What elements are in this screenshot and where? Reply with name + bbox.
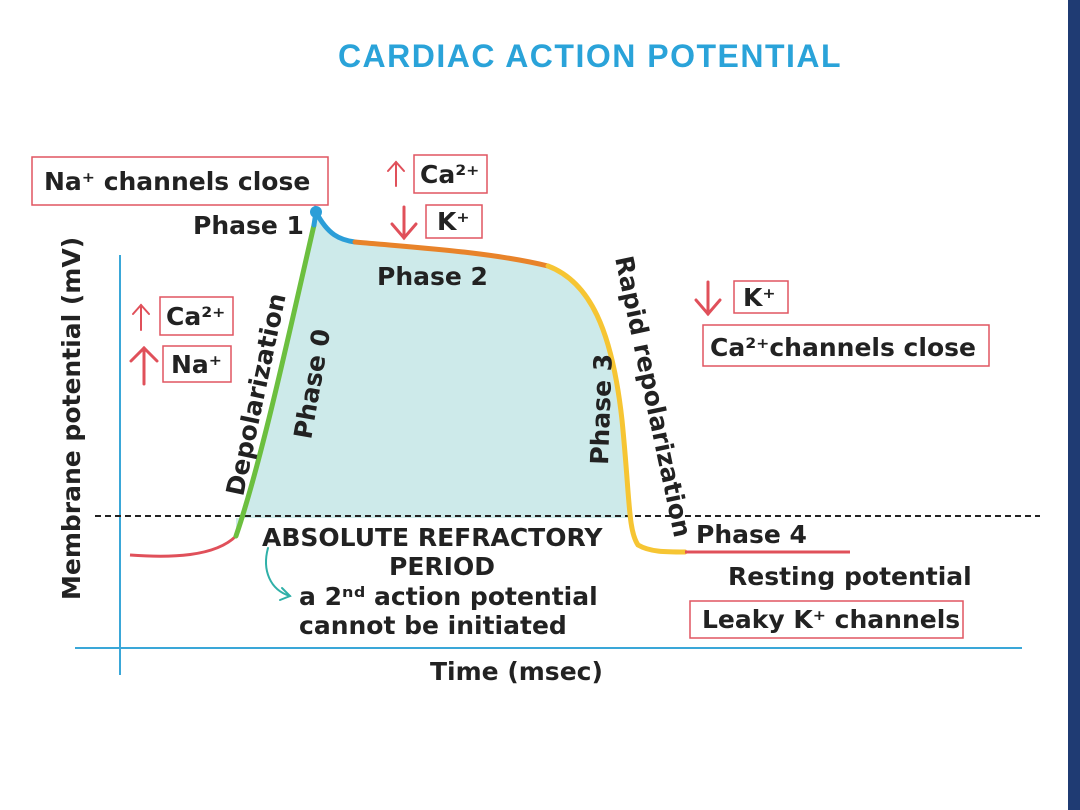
na-close-box <box>31 156 329 206</box>
phase0-curve <box>233 222 317 539</box>
leaky-k-box <box>689 600 964 639</box>
refractory-note2: cannot be initiated <box>299 611 567 640</box>
phase1-label: Phase 1 <box>193 211 304 240</box>
k-top-box <box>425 204 483 239</box>
phase3-label: Phase 3 <box>585 353 618 465</box>
arrow-down-icon <box>694 280 722 317</box>
na-left-label: Na⁺ <box>171 350 222 379</box>
ca-top-box <box>413 154 488 194</box>
right-edge-bar <box>1068 0 1080 810</box>
ca-left-box <box>159 296 234 336</box>
ca-left-label: Ca²⁺ <box>166 302 225 331</box>
resting-potential-label: Resting potential <box>728 562 972 591</box>
x-axis-label: Time (msec) <box>430 657 603 686</box>
refractory-note1: a 2ⁿᵈ action potential <box>299 582 598 611</box>
ca-close-box <box>702 324 990 367</box>
phase1-peak-dot <box>310 206 322 218</box>
ca-close-label: Ca²⁺channels close <box>710 333 976 362</box>
curved-arrow-icon <box>265 547 292 601</box>
refractory-line1: ABSOLUTE REFRACTORY <box>262 523 603 552</box>
arrow-up-icon <box>387 160 405 187</box>
y-axis-label: Membrane potential (mV) <box>57 237 86 600</box>
na-left-box <box>162 345 232 383</box>
na-close-label: Na⁺ channels close <box>44 167 310 196</box>
ca-top-label: Ca²⁺ <box>420 160 479 189</box>
arrow-down-icon <box>390 205 418 241</box>
phase2-curve <box>352 239 551 269</box>
k-top-label: K⁺ <box>437 207 470 236</box>
arrow-up-icon <box>132 303 150 331</box>
k-right-label: K⁺ <box>743 283 776 312</box>
resting-curve-left <box>129 534 238 558</box>
phase3-curve <box>545 263 688 555</box>
phase4-label: Phase 4 <box>696 520 807 549</box>
refractory-area-fill <box>236 215 630 528</box>
phase2-label: Phase 2 <box>377 262 488 291</box>
page-title: CARDIAC ACTION POTENTIAL <box>337 38 843 74</box>
refractory-line2: PERIOD <box>389 552 495 581</box>
leaky-k-label: Leaky K⁺ channels <box>702 605 960 634</box>
arrow-up-icon <box>129 345 159 386</box>
k-right-box <box>733 280 789 314</box>
